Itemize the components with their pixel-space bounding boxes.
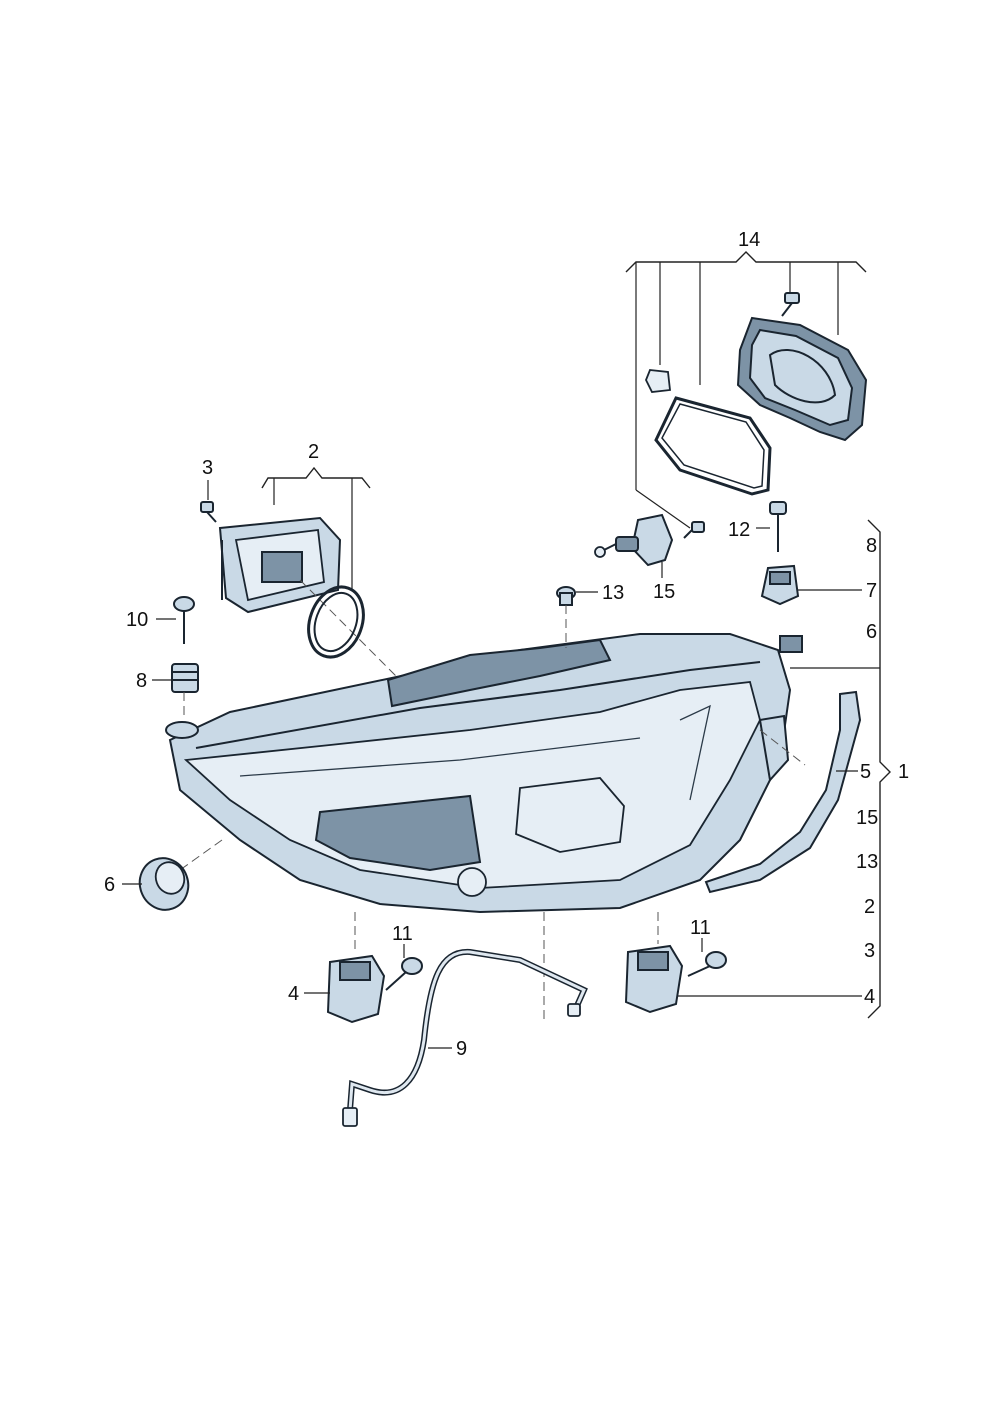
screw-15 [683,521,705,539]
callout-3: 3 [202,457,213,479]
callout-12: 12 [728,519,750,541]
callout-5: 5 [860,761,871,783]
screw-14 [781,292,800,317]
led-module-2 [218,516,401,681]
assembly-list-6: 6 [866,621,877,643]
callout-7: 7 [866,580,877,602]
screw-3 [200,480,217,523]
callout-1: 1 [898,761,909,783]
cap-14 [645,369,671,393]
callout-10: 10 [126,609,148,631]
callout-9: 9 [456,1038,467,1060]
seal-strip-5 [704,690,862,894]
assembly-list-3: 3 [864,940,875,962]
callout-15: 15 [653,581,675,603]
grommet-13 [556,586,598,606]
cap-6 [122,857,190,911]
gasket-14 [654,396,772,496]
wire-9 [342,948,588,1127]
callout-11a: 11 [392,923,413,945]
adjuster-7 [760,564,862,606]
actuator-15 [594,513,674,578]
callout-4b: 4 [864,986,875,1008]
dash-5 [759,729,806,766]
bracket-2 [261,466,371,590]
bushing-8 [152,663,199,720]
screw-11a [385,944,423,991]
callout-14: 14 [738,229,760,251]
callout-2: 2 [308,441,319,463]
screw-12 [756,501,787,552]
callout-13: 13 [602,582,624,604]
callout-8: 8 [136,670,147,692]
bracket-4b [624,944,684,1014]
assembly-list-8: 8 [866,535,877,557]
seal-ring-2 [307,585,365,659]
bracket-14 [625,251,867,529]
callout-6b: 6 [104,874,115,896]
assembly-list-13: 13 [856,851,878,873]
callout-11b: 11 [690,917,711,939]
dash-6b [179,839,223,871]
callout-4a: 4 [288,983,299,1005]
assembly-list-15: 15 [856,807,878,829]
headlamp-housing-1 [165,633,803,914]
bracket-4a [304,954,386,1024]
cover-14 [736,316,868,442]
assembly-list-2: 2 [864,896,875,918]
screw-10 [156,596,195,644]
screw-11b [687,938,727,977]
